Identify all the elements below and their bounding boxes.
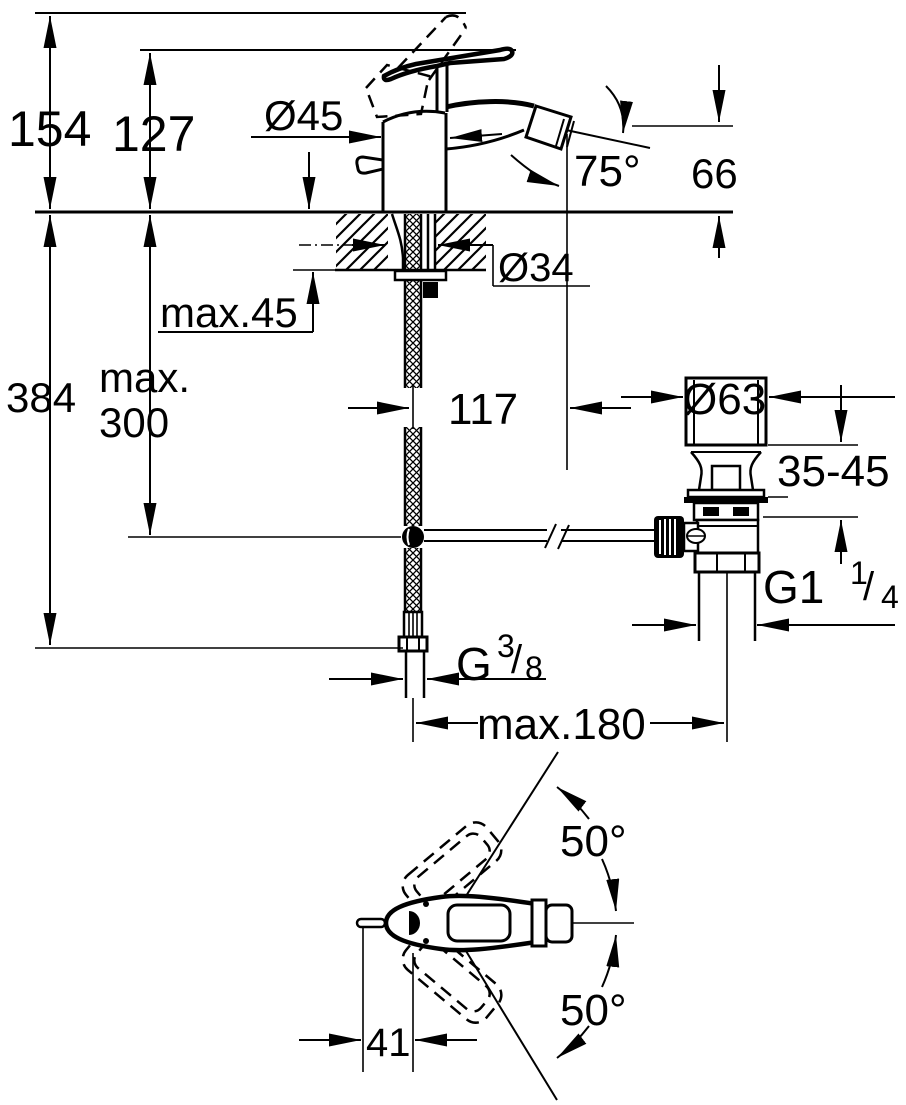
dim-deck-thickness-label: max.45 (160, 289, 298, 336)
waste-knob (654, 516, 706, 558)
dim-overall-height: 154 (8, 16, 91, 209)
dim-waste-clamp-range-label: 35-45 (777, 447, 890, 496)
dim-body-diameter-label: Ø45 (264, 92, 343, 139)
plan-view: 50° 50° 41 (299, 751, 634, 1101)
dim-hose-drop: max. 300 (99, 215, 190, 535)
mounting-shank (390, 213, 448, 298)
dim-total-drop-label: 384 (6, 374, 76, 421)
dim-rod-offset-label: 41 (366, 1021, 411, 1065)
dim-waste-flange-label: Ø63 (683, 375, 766, 424)
waste-assembly (654, 376, 788, 742)
side-view: 154 127 384 max. 300 max.45 Ø45 (6, 12, 899, 749)
dim-max-spacing-label: max.180 (477, 700, 646, 749)
dim-spout-angle-label: 75° (574, 147, 641, 196)
dim-mounting-hole: Ø34 (299, 238, 590, 290)
dim-spout-angle: 75° (510, 85, 651, 470)
dim-max-spacing: max.180 (416, 700, 724, 749)
dim-supply-thread-numerator: 3 (497, 628, 515, 664)
dim-spout-reach-label: 117 (448, 385, 518, 434)
handle-swing-dashed (401, 821, 503, 1024)
dim-hose-drop-label-line2: 300 (99, 399, 169, 446)
dim-rod-offset: 41 (299, 928, 477, 1072)
dim-supply-thread: G 3 / 8 (329, 628, 546, 690)
dim-waste-clamp-range: 35-45 (763, 385, 890, 564)
dim-supply-thread-denominator: 8 (525, 650, 543, 686)
dim-handle-swing-lower-label: 50° (560, 986, 627, 1035)
dim-supply-thread-label: G (456, 638, 492, 690)
dim-waste-thread-denominator: 4 (881, 579, 899, 615)
faucet-body-plan (355, 893, 634, 953)
dim-handle-swing-upper: 50° (465, 751, 627, 912)
dim-spout-height-label: 127 (112, 106, 195, 162)
dim-hose-drop-label-line1: max. (99, 354, 190, 401)
dim-overall-height-label: 154 (8, 101, 91, 157)
reference-lines (35, 12, 516, 51)
dim-waste-thread-numerator: 1 (850, 555, 868, 591)
handle-raised-dashed (364, 14, 468, 119)
dim-spout-above-deck: 66 (632, 65, 738, 258)
dim-supply-thread-slash: / (511, 638, 523, 682)
dim-body-diameter: Ø45 (251, 92, 503, 144)
dim-waste-thread-slash: / (863, 565, 875, 609)
dim-spout-reach: 117 (348, 385, 631, 434)
dim-waste-flange: Ø63 (621, 375, 895, 424)
dim-handle-swing-lower: 50° (465, 934, 627, 1101)
dim-mounting-hole-label: Ø34 (498, 246, 574, 290)
pop-up-rod (128, 523, 654, 550)
faucet-body-side (355, 14, 575, 298)
dim-deck-thickness: max.45 (158, 152, 320, 336)
supply-hose (397, 214, 429, 742)
dim-waste-thread-label: G1 (763, 561, 824, 613)
dim-spout-height: 127 (112, 53, 195, 209)
mounting-deck (35, 210, 733, 272)
dim-handle-swing-upper-label: 50° (560, 817, 627, 866)
dim-total-drop: 384 (6, 215, 403, 649)
dim-waste-thread: G1 1 / 4 (632, 555, 899, 632)
dim-spout-above-deck-label: 66 (691, 150, 738, 197)
